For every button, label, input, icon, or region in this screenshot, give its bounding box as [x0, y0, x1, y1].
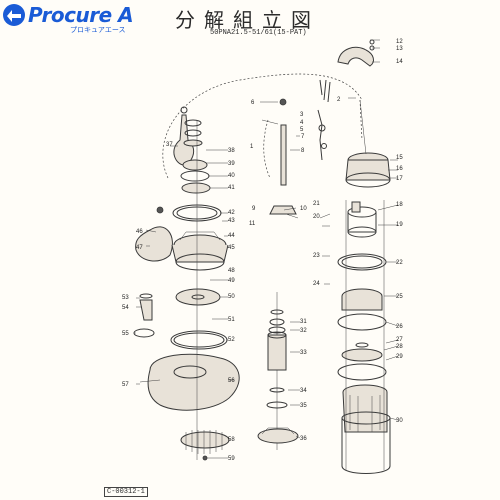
discharge-elbow-part — [133, 293, 155, 338]
part-label-8: 8 — [301, 148, 305, 154]
part-label-15: 15 — [396, 155, 403, 161]
part-label-31: 31 — [300, 319, 307, 325]
part-label-29: 29 — [396, 354, 403, 360]
part-label-48: 48 — [228, 268, 235, 274]
part-label-22: 22 — [396, 260, 403, 266]
part-label-34: 34 — [300, 388, 307, 394]
part-label-56: 56 — [228, 378, 235, 384]
part-label-3: 3 — [300, 112, 304, 118]
part-label-2: 2 — [337, 97, 341, 103]
bearing-housing-part — [347, 201, 377, 238]
part-label-20: 20 — [313, 214, 320, 220]
cable-part — [317, 79, 331, 161]
impeller-plate-part — [337, 342, 387, 381]
part-label-16: 16 — [396, 166, 403, 172]
bearing-stack-part — [180, 119, 211, 194]
part-label-23: 23 — [313, 253, 320, 259]
part-label-57: 57 — [122, 382, 129, 388]
brand-logo[interactable]: Procure A — [2, 2, 134, 28]
page-title: 分解組立図 — [175, 8, 320, 32]
part-label-27: 27 — [396, 337, 403, 343]
part-label-5: 5 — [300, 127, 304, 133]
part-label-41: 41 — [228, 185, 235, 191]
pump-casing-part — [139, 353, 240, 411]
brand-subtitle: プロキュアエース — [70, 26, 126, 34]
leader-lines — [134, 39, 399, 459]
part-label-26: 26 — [396, 324, 403, 330]
part-label-35: 35 — [300, 403, 307, 409]
part-label-7: 7 — [301, 134, 305, 140]
part-label-9: 9 — [252, 206, 256, 212]
part-label-46: 46 — [136, 229, 143, 235]
part-label-55: 55 — [122, 331, 129, 337]
part-label-54: 54 — [122, 305, 129, 311]
drawing-number: C-00312-1 — [104, 487, 148, 497]
part-label-49: 49 — [228, 278, 235, 284]
part-label-25: 25 — [396, 294, 403, 300]
motor-cover-part — [345, 99, 391, 188]
part-label-30: 30 — [396, 418, 403, 424]
part-label-58: 58 — [228, 437, 235, 443]
part-label-18: 18 — [396, 202, 403, 208]
part-label-59: 59 — [228, 456, 235, 462]
float-switch-part — [269, 98, 297, 215]
part-label-42: 42 — [228, 210, 235, 216]
part-label-37: 37 — [166, 142, 173, 148]
upper-casing-part — [171, 231, 229, 271]
part-label-44: 44 — [228, 233, 235, 239]
part-label-28: 28 — [396, 344, 403, 350]
part-label-13: 13 — [396, 46, 403, 52]
part-label-47: 47 — [136, 245, 143, 251]
part-label-39: 39 — [228, 161, 235, 167]
part-label-24: 24 — [313, 281, 320, 287]
brand-name: Procure A — [28, 3, 134, 27]
o-ring-part — [170, 330, 228, 350]
part-label-32: 32 — [300, 328, 307, 334]
part-label-6: 6 — [251, 100, 255, 106]
middle-plate-part — [175, 288, 221, 306]
part-label-36: 36 — [300, 436, 307, 442]
part-label-33: 33 — [300, 350, 307, 356]
float-cable-right — [359, 99, 363, 141]
part-label-19: 19 — [396, 222, 403, 228]
shaft-axis-line — [345, 200, 385, 470]
seal-plate-part — [337, 253, 387, 271]
part-label-14: 14 — [396, 59, 403, 65]
rotor-part — [257, 292, 299, 450]
stator-part — [342, 384, 388, 433]
float-lower-part — [135, 206, 173, 262]
part-label-52: 52 — [228, 337, 235, 343]
part-label-17: 17 — [396, 176, 403, 182]
part-label-40: 40 — [228, 173, 235, 179]
float-cable-left — [162, 73, 363, 179]
part-label-1: 1 — [250, 144, 254, 150]
model-code: 50PNA21.5-51/61(15-PAT) — [210, 29, 307, 37]
strainer-part — [180, 430, 230, 461]
float-cable-mid — [263, 119, 271, 179]
part-label-10: 10 — [300, 206, 307, 212]
part-label-21: 21 — [313, 201, 320, 207]
part-label-43: 43 — [228, 218, 235, 224]
part-label-51: 51 — [228, 317, 235, 323]
part-label-50: 50 — [228, 294, 235, 300]
part-label-38: 38 — [228, 148, 235, 154]
part-label-45: 45 — [228, 245, 235, 251]
part-label-12: 12 — [396, 39, 403, 45]
part-label-4: 4 — [300, 120, 304, 126]
procure-a-logo-icon — [3, 4, 25, 26]
motor-frame-part — [337, 288, 387, 331]
handle-part — [337, 39, 375, 67]
part-label-11: 11 — [249, 221, 256, 227]
part-label-53: 53 — [122, 295, 129, 301]
